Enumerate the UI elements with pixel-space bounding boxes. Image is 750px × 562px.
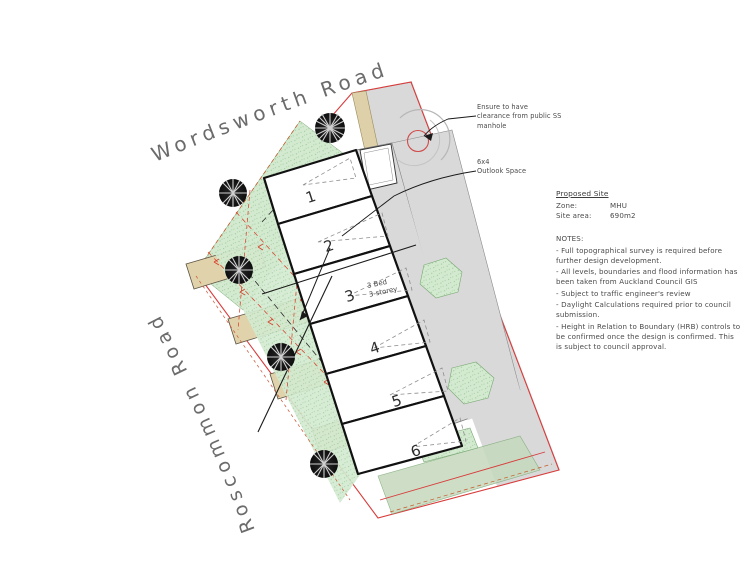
notes-heading: NOTES: <box>556 234 584 244</box>
outlook-wedge-5 <box>389 367 449 396</box>
callout-outlook-line-2: Outlook Space <box>477 167 527 176</box>
info-row-zone-value: MHU <box>610 200 628 210</box>
note-item: - Daylight Calculations required prior t… <box>556 299 732 320</box>
callout-outlook-line-1: 6x4 <box>477 158 490 166</box>
unit-block-6 <box>340 394 464 476</box>
note-item: - Full topographical survey is required … <box>556 245 723 265</box>
callout-manhole-clearance: Ensure to have clearance from public SS … <box>477 103 577 131</box>
info-row-site-area: Site area: 690m2 <box>556 211 741 221</box>
tree-icon <box>267 343 295 371</box>
site-arrow <box>299 247 331 321</box>
plan-geometry <box>185 81 560 519</box>
info-row-site-area-key: Site area: <box>556 211 592 221</box>
callout-outlook-space: 6x4 Outlook Space <box>477 158 567 177</box>
info-row-site-area-value: 690m2 <box>610 211 636 221</box>
tree-icon <box>310 450 338 478</box>
ss-manhole <box>397 109 451 167</box>
callout-manhole-line-2: clearance from public SS <box>477 112 562 121</box>
tree-icon <box>315 113 345 143</box>
note-item: - All levels, boundaries and flood infor… <box>556 267 738 287</box>
callout-arrowheads <box>424 133 433 141</box>
trees <box>219 113 345 478</box>
outlook-wedges <box>302 157 467 448</box>
tree-icon <box>225 256 253 284</box>
tree-icon <box>219 179 247 207</box>
unit-blocks <box>262 148 464 476</box>
section-line <box>257 244 417 433</box>
callout-manhole-line-1: Ensure to have <box>477 103 528 111</box>
callout-leaders <box>341 115 477 237</box>
callout-manhole-line-3: manhole <box>477 121 507 130</box>
outlook-wedge-4 <box>373 319 431 349</box>
outlook-wedge-3 <box>347 267 413 297</box>
outlook-wedge-1 <box>302 157 357 186</box>
info-title: Proposed Site <box>556 189 609 198</box>
info-row-zone-key: Zone: <box>556 200 578 210</box>
note-item: - Height in Relation to Boundary (HRB) c… <box>556 321 741 352</box>
outlook-wedge-2 <box>317 212 389 243</box>
note-item: - Subject to traffic engineer's review <box>556 288 691 298</box>
site-info-block: Proposed Site Zone: MHU Site area: 690m2… <box>556 189 741 353</box>
outlook-wedge-6 <box>411 417 467 448</box>
info-row-zone: Zone: MHU <box>556 201 741 211</box>
